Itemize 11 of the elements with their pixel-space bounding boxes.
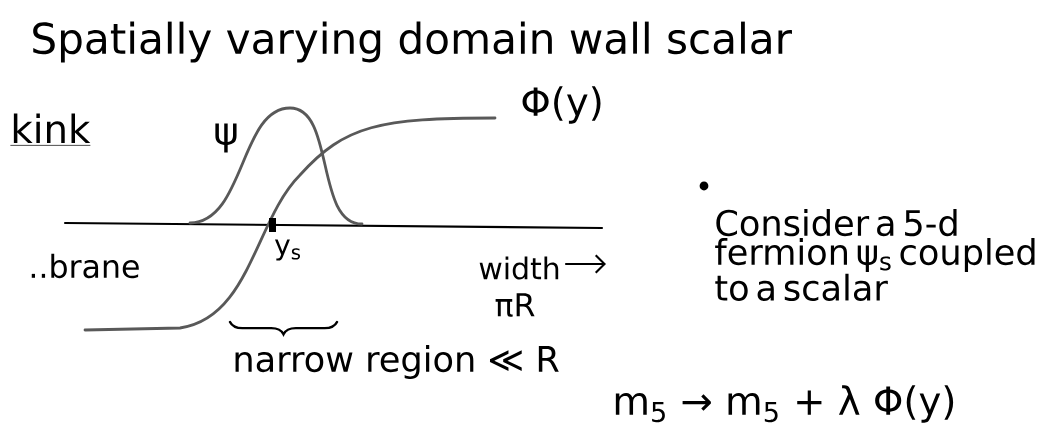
axis-label: ..brane [31,253,139,279]
heading-text: kink [10,113,91,146]
formula-text: m$_{5}$ → m$_{5}$ + λ Φ(y) [615,385,954,423]
brace-label: narrow region ≪ R [235,345,559,379]
point-label: y$_{s}$ [274,239,301,261]
axis-label: width [479,256,559,280]
title-text: Spatially varying domain wall scalar [33,21,792,63]
curve-label: Φ(y) [522,86,601,124]
curve-label: ψ [215,123,237,153]
bullet-text: Consider a 5-d fermion ψ$_{s}$ coupled to a scalar [715,209,1035,301]
axis-label: πR [495,293,535,317]
